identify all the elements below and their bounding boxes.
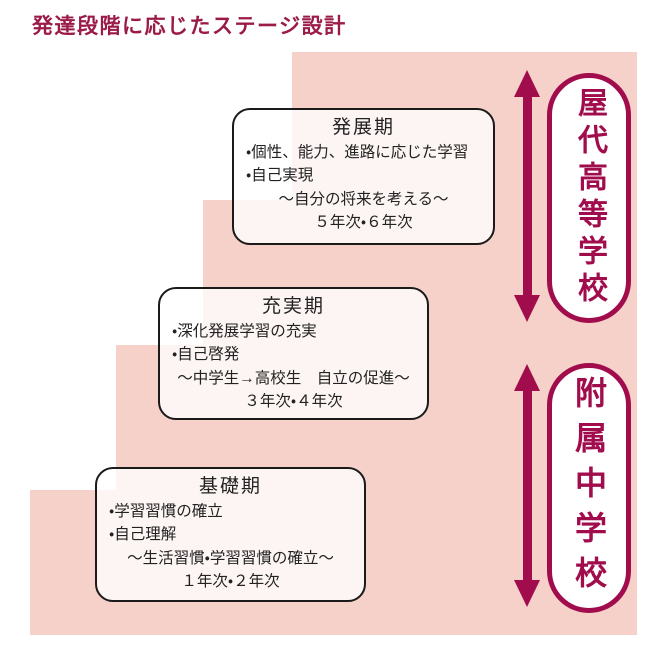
page-title: 発達段階に応じたステージ設計 (32, 15, 347, 38)
arrowhead-down-icon (514, 295, 540, 322)
stage-bullet: ・自己実現 (246, 167, 314, 185)
stage-bullet: ・学習習慣の確立 (109, 502, 223, 520)
school-label-high-school: 屋代高等学校 (547, 73, 631, 323)
stage-bullet: ・自己理解 (109, 526, 177, 544)
double-arrow-icon (514, 364, 540, 607)
stage-years: ５年次・６年次 (314, 214, 413, 232)
stage-box-enrichment: 充実期 ・深化発展学習の充実 ・自己啓発 ～中学生→高校生 自立の促進～ ３年次… (158, 287, 429, 420)
stage-bullet: ・深化発展学習の充実 (172, 322, 317, 340)
arrowhead-down-icon (514, 580, 540, 607)
school-label-text: 附属中学校 (571, 375, 607, 601)
arrowhead-up-icon (514, 70, 540, 97)
arrow-stem (522, 95, 532, 297)
stage-years: １年次・２年次 (181, 573, 280, 591)
stage-bullet: ・個性、能力、進路に応じた学習 (246, 143, 469, 161)
school-label-text: 屋代高等学校 (573, 87, 606, 309)
stage-title: 発展期 (331, 117, 395, 138)
stage-title: 基礎期 (198, 476, 262, 497)
stage-subtitle: ～中学生→高校生 自立の促進～ (177, 369, 410, 387)
arrow-stem (522, 389, 532, 582)
stage-box-foundation: 基礎期 ・学習習慣の確立 ・自己理解 ～生活習慣・学習習慣の確立～ １年次・２年… (95, 467, 366, 602)
stage-title: 充実期 (261, 296, 325, 317)
stage-bullet: ・自己啓発 (172, 346, 240, 364)
double-arrow-icon (514, 70, 540, 322)
stage-box-development: 発展期 ・個性、能力、進路に応じた学習 ・自己実現 ～自分の将来を考える～ ５年… (232, 108, 495, 245)
stage-subtitle: ～自分の将来を考える～ (278, 190, 449, 208)
arrowhead-up-icon (514, 364, 540, 391)
stage-years: ３年次・４年次 (244, 393, 343, 411)
stage-subtitle: ～生活習慣・学習習慣の確立～ (127, 549, 334, 567)
school-label-junior-high: 附属中学校 (547, 363, 631, 613)
